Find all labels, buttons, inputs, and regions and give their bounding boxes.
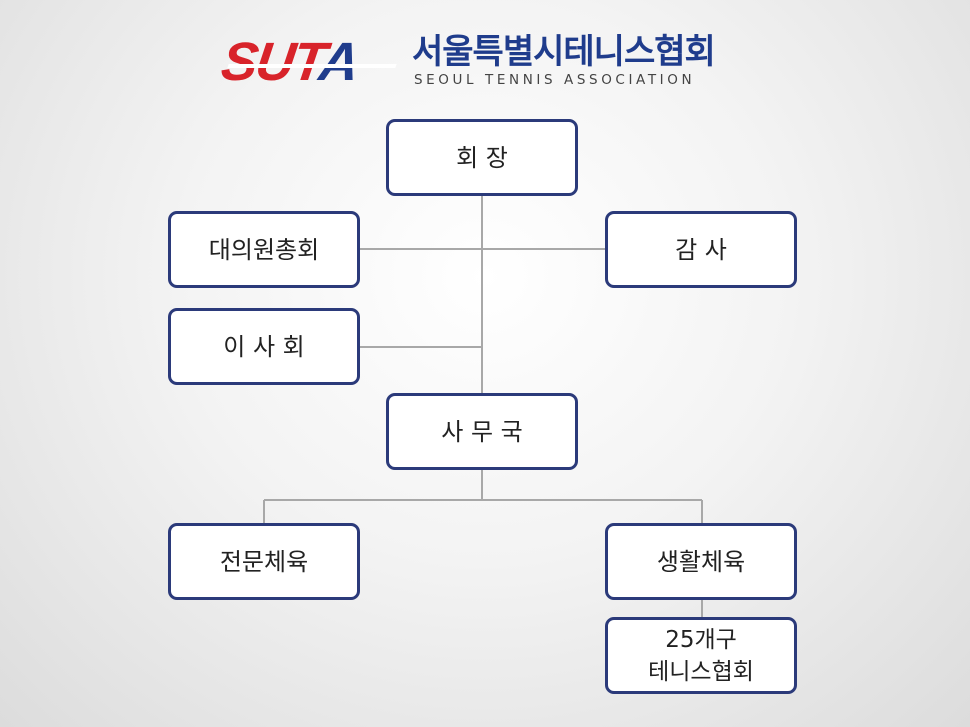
box-elite-sports-label: 전문체육 xyxy=(219,547,309,576)
box-auditor: 감 사 xyxy=(605,211,797,288)
box-president: 회 장 xyxy=(386,119,578,196)
box-elite-sports: 전문체육 xyxy=(168,523,360,600)
box-president-label: 회 장 xyxy=(456,143,508,172)
box-board: 이 사 회 xyxy=(168,308,360,385)
box-secretariat-label: 사 무 국 xyxy=(441,417,523,446)
box-public-sports-label: 생활체육 xyxy=(656,547,746,576)
association-logo: SUTA 서울특별시테니스협회 SEOUL TENNIS ASSOCIATION xyxy=(218,32,732,92)
box-general-assembly-label: 대의원총회 xyxy=(208,235,320,264)
box-auditor-label: 감 사 xyxy=(675,235,727,264)
box-secretariat: 사 무 국 xyxy=(386,393,578,470)
box-district-associations-label: 25개구 테니스협회 xyxy=(648,626,754,685)
box-general-assembly: 대의원총회 xyxy=(168,211,360,288)
box-public-sports: 생활체육 xyxy=(605,523,797,600)
logo-english-name: SEOUL TENNIS ASSOCIATION xyxy=(414,72,696,88)
logo-korean-name: 서울특별시테니스협회 xyxy=(412,32,716,72)
box-board-label: 이 사 회 xyxy=(223,332,305,361)
box-district-associations: 25개구 테니스협회 xyxy=(605,617,797,694)
